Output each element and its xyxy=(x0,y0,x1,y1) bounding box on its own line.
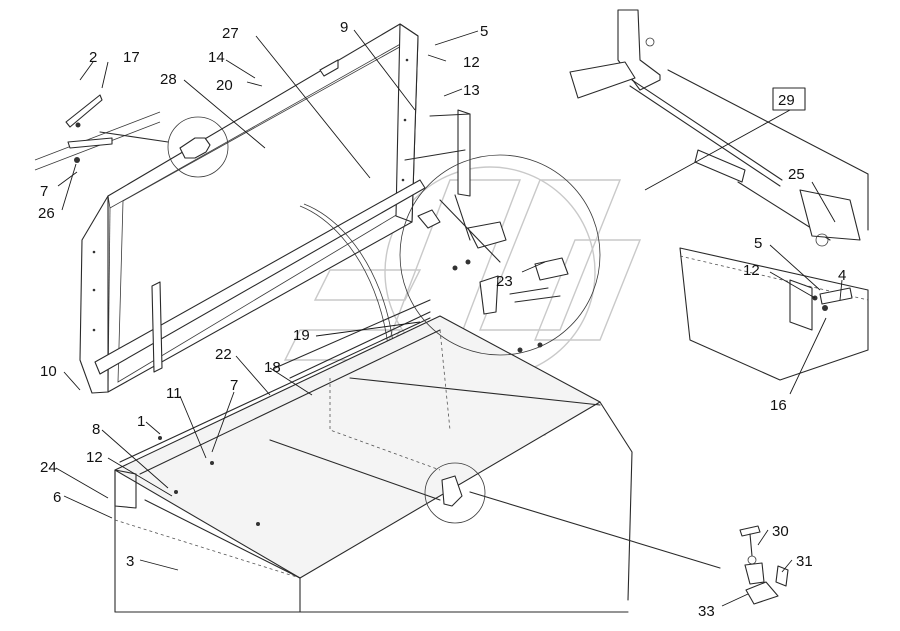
part-label-12-left: 12 xyxy=(86,449,103,466)
part-label-8: 8 xyxy=(92,421,100,438)
part-label-26: 26 xyxy=(38,205,55,222)
part-label-12: 12 xyxy=(463,54,480,71)
handle-detail-callout xyxy=(34,94,229,178)
part-label-2: 2 xyxy=(89,49,97,66)
part-label-13: 13 xyxy=(463,82,480,99)
part-label-14: 14 xyxy=(208,49,225,66)
part-label-28: 28 xyxy=(160,71,177,88)
part-label-29: 29 xyxy=(778,92,795,109)
part-label-7-left: 7 xyxy=(40,183,48,200)
part-label-1: 1 xyxy=(137,413,145,430)
lid-panel xyxy=(79,23,471,394)
part-label-7-mid: 7 xyxy=(230,377,238,394)
part-number-labels: 2 17 14 20 28 27 9 5 12 13 29 25 5 12 4 … xyxy=(38,19,846,620)
part-label-6: 6 xyxy=(53,489,61,506)
strut-assembly-detail xyxy=(569,9,869,381)
leader-lines xyxy=(55,29,843,607)
latch-detail-callout xyxy=(424,462,721,569)
part-label-24: 24 xyxy=(40,459,57,476)
part-label-3: 3 xyxy=(126,553,134,570)
part-label-5-right: 5 xyxy=(754,235,762,252)
part-label-23: 23 xyxy=(496,273,513,290)
part-label-5: 5 xyxy=(480,23,488,40)
part-label-33: 33 xyxy=(698,603,715,620)
part-label-27: 27 xyxy=(222,25,239,42)
part-label-10: 10 xyxy=(40,363,57,380)
part-label-12-right: 12 xyxy=(743,262,760,279)
part-label-25: 25 xyxy=(788,166,805,183)
box-body xyxy=(114,299,633,613)
part-label-20: 20 xyxy=(216,77,233,94)
part-label-16: 16 xyxy=(770,397,787,414)
part-label-17: 17 xyxy=(123,49,140,66)
part-label-30: 30 xyxy=(772,523,789,540)
part-label-9: 9 xyxy=(340,19,348,36)
part-label-22: 22 xyxy=(215,346,232,363)
callout-29-frame xyxy=(772,87,806,111)
hinge-detail-callout xyxy=(399,154,601,356)
latch-parts-detail xyxy=(739,525,789,605)
part-label-11: 11 xyxy=(166,385,182,402)
part-label-4: 4 xyxy=(838,267,846,284)
part-label-18: 18 xyxy=(264,359,281,376)
part-label-19: 19 xyxy=(293,327,310,344)
part-label-31: 31 xyxy=(796,553,813,570)
